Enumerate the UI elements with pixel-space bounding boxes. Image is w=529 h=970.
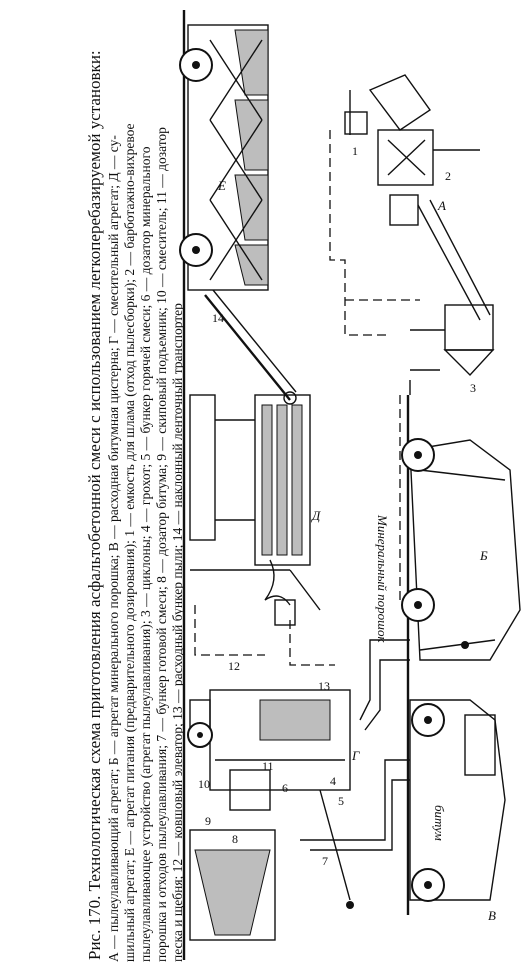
cyclones-3: 3	[410, 304, 495, 395]
caption-line: шильный агрегат; Е — агрегат питания (пр…	[122, 123, 137, 962]
unit-B-label: Б	[479, 548, 488, 563]
label-1: 1	[352, 144, 358, 158]
mineral-powder-tank-B: Минеральный порошок Б	[375, 438, 521, 661]
label-11: 11	[262, 759, 274, 773]
unit-G-label: Г	[351, 748, 360, 763]
feeder-aggregate-E: Е	[179, 24, 269, 291]
bitumen-label: битум	[432, 805, 447, 841]
unit-A-label: А	[437, 198, 446, 213]
unit-V-label: В	[488, 908, 496, 923]
label-10: 10	[198, 777, 210, 791]
caption-body: А — пылеулавливающий агрегат; Б — агрега…	[106, 123, 185, 962]
bitumen-tank-V: битум В	[409, 699, 506, 923]
label-2: 2	[445, 169, 451, 183]
inclined-belt-conveyor-14: 14	[204, 289, 297, 405]
drying-aggregate-D: Д	[189, 394, 321, 626]
pipelines	[300, 639, 410, 851]
mineral-powder-label: Минеральный порошок	[375, 514, 390, 643]
label-12: 12	[228, 659, 240, 673]
caption-line: песка и щебня; 12 — ковшовый элеватор; 1…	[170, 303, 185, 962]
label-9: 9	[205, 814, 211, 828]
label-5: 5	[338, 794, 344, 808]
label-3: 3	[470, 381, 476, 395]
mixing-aggregate-G: Г 12 13 10 11 9 8 6 4 5 7	[187, 659, 360, 941]
label-6: 6	[282, 781, 288, 795]
dust-collector-A: 1 2 А	[344, 74, 491, 321]
label-4: 4	[330, 774, 336, 788]
caption-line: А — пылеулавливающий агрегат; Б — агрега…	[106, 135, 121, 962]
figure-caption: Рис. 170. Технологическая схема приготов…	[85, 50, 104, 960]
label-8: 8	[232, 832, 238, 846]
label-13: 13	[318, 679, 330, 693]
caption-title: Рис. 170. Технологическая схема приготов…	[85, 50, 104, 960]
unit-D-label: Д	[310, 508, 321, 523]
caption-line: пылеулавливающее устройство (агрегат пыл…	[138, 146, 153, 962]
unit-E-label: Е	[217, 178, 226, 193]
label-7: 7	[322, 854, 328, 868]
label-14: 14	[212, 311, 224, 325]
dust-flow-lines	[194, 130, 420, 666]
caption-line: порошка и отходов пылеулавливания; 7 — б…	[154, 127, 169, 962]
